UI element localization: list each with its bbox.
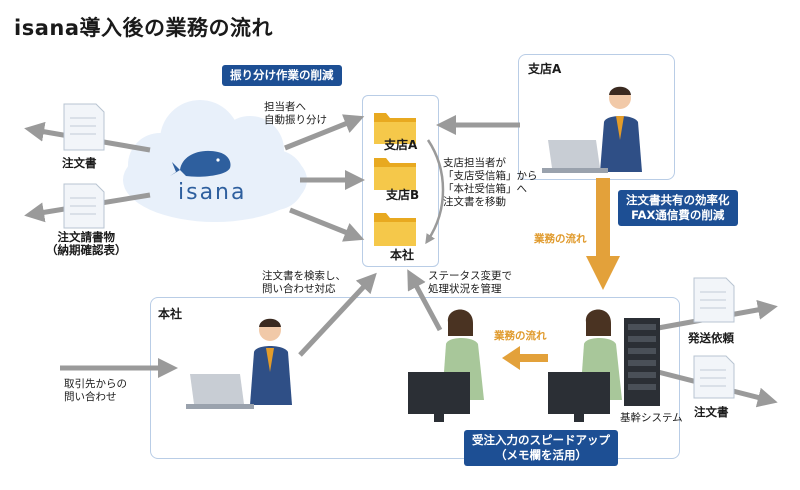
monitor-icon	[408, 372, 470, 422]
laptop-icon	[542, 140, 608, 173]
status-label: ステータス変更で 処理状況を管理	[428, 270, 512, 296]
laptop-icon	[186, 374, 254, 409]
shipping-label: 発送依頼	[688, 331, 734, 345]
order-out-label: 注文書	[694, 405, 729, 419]
folder-icon	[374, 213, 416, 246]
folder-icon	[374, 158, 416, 190]
auto-assign-line1: 担当者へ	[264, 101, 306, 113]
branch-staff-person	[600, 86, 642, 172]
orange-flow-vertical	[586, 178, 620, 290]
page-title: isana導入後の業務の流れ	[14, 16, 273, 40]
inquiry-label: 取引先からの 問い合わせ	[64, 378, 127, 404]
document-icon	[63, 103, 105, 151]
speed-callout-line2: （メモ欄を活用）	[495, 448, 587, 462]
arrow-search	[298, 272, 377, 357]
arrow-to-folder-a	[284, 114, 365, 151]
inquiry-line1: 取引先からの	[64, 378, 127, 390]
flow-horizontal-label: 業務の流れ	[494, 330, 547, 342]
monitor-icon	[548, 372, 610, 422]
auto-assign-line2: 自動振り分け	[264, 114, 327, 126]
status-line2: 処理状況を管理	[428, 283, 502, 295]
move-note-line1: 支店担当者が	[443, 157, 506, 169]
orange-flow-horizontal	[502, 346, 548, 370]
search-label: 注文書を検索し、 問い合わせ対応	[262, 270, 346, 296]
status-line1: ステータス変更で	[428, 270, 512, 282]
document-icon	[693, 277, 735, 323]
server-icon	[624, 318, 660, 406]
document-icon	[63, 183, 105, 229]
honsha-panel-label: 本社	[158, 307, 183, 321]
whale-icon	[170, 150, 231, 177]
speed-callout: 受注入力のスピードアップ （メモ欄を活用）	[464, 430, 618, 466]
invoice-line2: （納期確認表）	[46, 243, 127, 257]
move-note-line2: 「支店受信箱」から	[443, 170, 538, 182]
invoice-label: 注文請書物 （納期確認表）	[46, 231, 127, 257]
flow-vertical-label: 業務の流れ	[534, 233, 587, 245]
auto-assign-label: 担当者へ 自動振り分け	[264, 101, 327, 127]
folder-honsha-label: 本社	[390, 248, 415, 262]
move-note-line4: 注文書を移動	[443, 196, 506, 208]
share-callout: 注文書共有の効率化 FAX通信費の削減	[618, 190, 738, 226]
invoice-line1: 注文請書物	[57, 230, 116, 244]
share-callout-line1: 注文書共有の効率化	[626, 193, 730, 207]
move-note-line3: 「本社受信箱」へ	[443, 183, 527, 195]
order-label: 注文書	[62, 156, 97, 170]
document-icon	[693, 355, 735, 399]
arrow-to-folder-honsha	[289, 207, 365, 242]
isana-logo: isana	[178, 180, 247, 205]
move-arrow	[425, 139, 445, 245]
share-callout-line2: FAX通信費の削減	[631, 208, 725, 222]
folder-branch-b-label: 支店B	[386, 188, 420, 202]
isana-cloud	[123, 100, 307, 222]
speed-callout-line1: 受注入力のスピードアップ	[472, 433, 610, 447]
auto-sort-callout: 振り分け作業の削減	[222, 65, 342, 86]
honsha-staff-person	[250, 318, 292, 405]
core-system-label: 基幹システム	[620, 412, 683, 424]
search-line1: 注文書を検索し、	[262, 270, 346, 282]
folder-branch-a-label: 支店A	[384, 138, 418, 152]
inquiry-line2: 問い合わせ	[64, 391, 117, 403]
arrow-status	[407, 269, 443, 332]
folder-icon	[374, 113, 416, 144]
search-line2: 問い合わせ対応	[262, 283, 336, 295]
branch-a-panel-label: 支店A	[528, 62, 562, 76]
move-note: 支店担当者が 「支店受信箱」から 「本社受信箱」へ 注文書を移動	[443, 157, 538, 209]
